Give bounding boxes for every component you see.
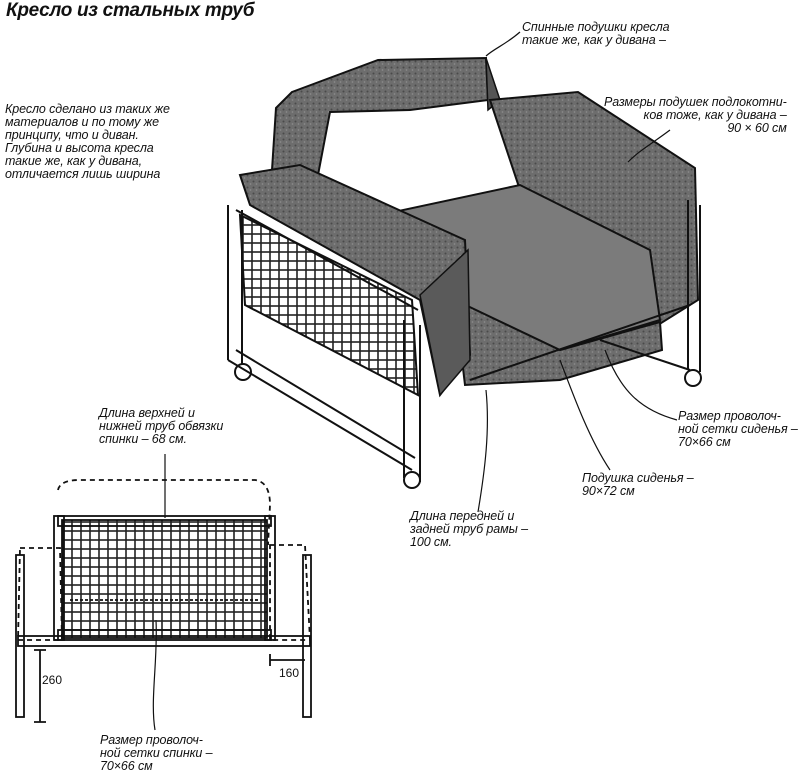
dimension-offset: 160 xyxy=(279,666,300,680)
callout-back-mesh: Размер проволоч- ной сетки спинки – 70×6… xyxy=(100,733,213,773)
callout-seat-mesh: Размер проволоч- ной сетки сиденья – 70×… xyxy=(678,409,798,449)
callout-back-tubes: Длина верхней и нижней труб обвязки спин… xyxy=(99,406,224,446)
front-elevation xyxy=(15,479,312,723)
right-cushion-outline xyxy=(269,544,311,641)
callout-back-cushions: Спинные подушки кресла такие же, как у д… xyxy=(522,20,670,47)
dimension-height: 260 xyxy=(42,673,63,687)
callout-armrest-cushions: Размеры подушек подлокотни- ков тоже, ка… xyxy=(604,95,787,135)
back-cushion-outline xyxy=(57,479,271,546)
callout-frame-tubes: Длина передней и задней труб рамы – 100 … xyxy=(410,509,528,549)
intro-text: Кресло сделано из таких же материалов и … xyxy=(5,102,170,181)
left-armrest-cushion-front xyxy=(419,248,471,397)
dim-line-height xyxy=(34,649,46,723)
page-title: Кресло из стальных труб xyxy=(6,0,255,21)
steel-tube-frame xyxy=(227,200,702,489)
back-mesh-grid xyxy=(61,519,268,639)
left-side-mesh xyxy=(238,213,420,397)
back-cushion xyxy=(270,56,490,177)
callout-seat-cushion: Подушка сиденья – 90×72 см xyxy=(582,471,694,498)
leader-lines xyxy=(152,31,678,731)
dim-line-offset xyxy=(269,654,305,666)
